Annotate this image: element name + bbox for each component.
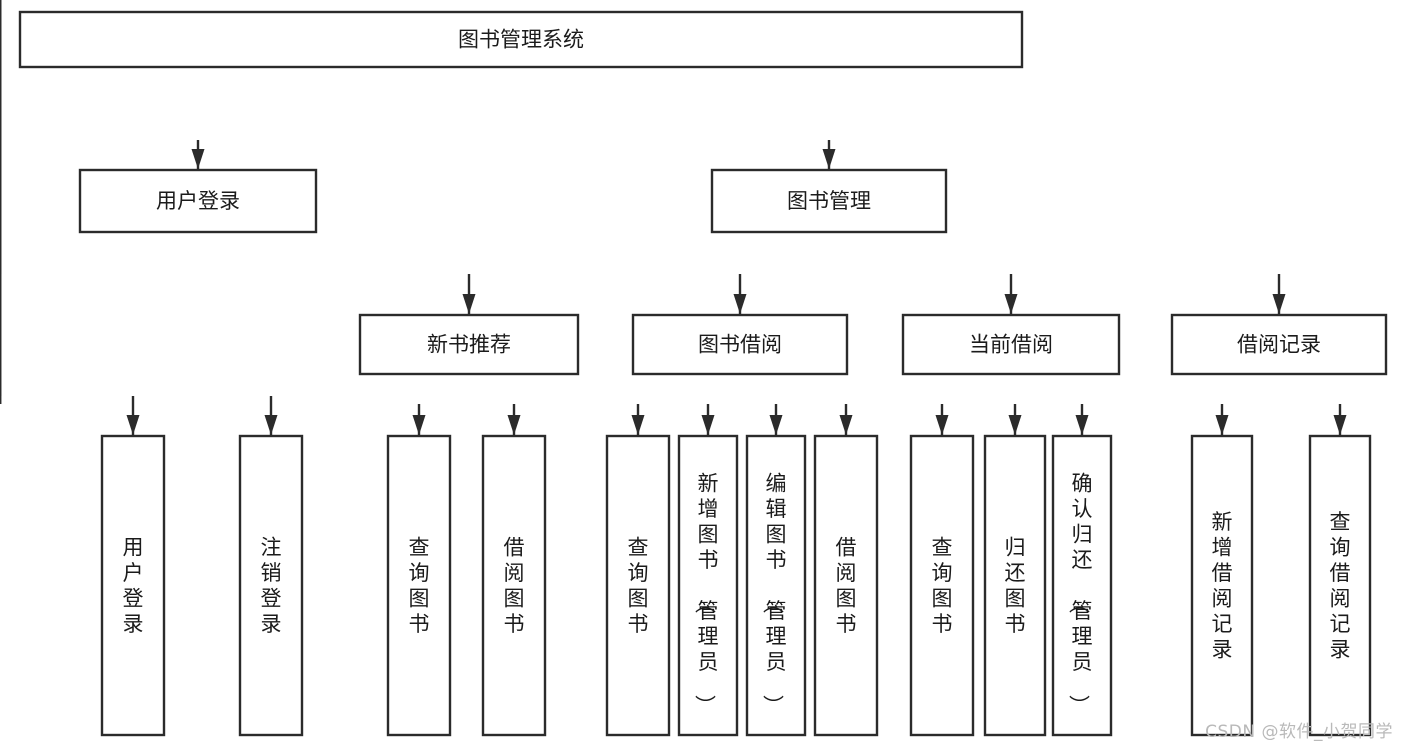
node-leaf-edit-book[interactable]: 编辑图书（管理员） [745,434,807,737]
node-boxes: 图书管理系统用户登录图书管理用户登录注销登录新书推荐查询图书借阅图书图书借阅查询… [18,10,1388,737]
node-new-book-recommend[interactable]: 新书推荐 [358,313,580,376]
node-box-leaf-borrow-book-1[interactable] [481,434,547,737]
arrow-head-icon [1075,415,1089,435]
arrow-head-icon [839,415,853,435]
node-leaf-borrow-book-1[interactable]: 借阅图书 [481,434,547,737]
arrow-head-icon [462,294,476,314]
node-box-user-login[interactable] [78,168,318,234]
node-box-leaf-query-record[interactable] [1308,434,1372,737]
node-box-leaf-user-login[interactable] [100,434,166,737]
node-box-leaf-query-book-3[interactable] [909,434,975,737]
node-leaf-borrow-book-2[interactable]: 借阅图书 [813,434,879,737]
node-label-leaf-logout: 注销登录 [261,535,282,636]
arrow-head-icon [1215,415,1229,435]
arrow-head-icon [1008,415,1022,435]
arrow-head-icon [733,294,747,314]
node-label-leaf-return-book: 归还图书 [1005,535,1026,636]
node-leaf-add-book[interactable]: 新增图书（管理员） [677,434,739,737]
node-label-root: 图书管理系统 [458,28,584,52]
node-label-leaf-query-record: 查询借阅记录 [1330,510,1351,662]
node-box-root[interactable] [18,10,1024,69]
node-box-borrow-records[interactable] [1170,313,1388,376]
node-leaf-user-login[interactable]: 用户登录 [100,434,166,737]
node-book-borrow[interactable]: 图书借阅 [631,313,849,376]
node-box-leaf-borrow-book-2[interactable] [813,434,879,737]
arrow-head-icon [631,415,645,435]
arrow-head-icon [935,415,949,435]
node-label-book-borrow: 图书借阅 [698,333,782,357]
node-label-leaf-add-book: 新增图书（管理员） [693,472,719,716]
node-label-current-borrow: 当前借阅 [969,333,1053,357]
node-box-leaf-add-record[interactable] [1190,434,1254,737]
node-box-current-borrow[interactable] [901,313,1121,376]
node-box-leaf-add-book[interactable] [677,434,739,737]
node-label-user-login: 用户登录 [156,189,240,213]
node-box-leaf-return-book[interactable] [983,434,1047,737]
arrow-head-icon [126,415,140,435]
node-label-leaf-query-book-3: 查询图书 [932,535,953,636]
node-book-management[interactable]: 图书管理 [710,168,948,234]
node-label-new-book-recommend: 新书推荐 [427,333,511,357]
node-box-leaf-logout[interactable] [238,434,304,737]
arrow-head-icon [264,415,278,435]
arrow-head-icon [1004,294,1018,314]
node-user-login[interactable]: 用户登录 [78,168,318,234]
arrow-head-icon [1272,294,1286,314]
node-box-book-management[interactable] [710,168,948,234]
node-box-book-borrow[interactable] [631,313,849,376]
node-leaf-query-record[interactable]: 查询借阅记录 [1308,434,1372,737]
node-label-leaf-add-record: 新增借阅记录 [1212,510,1233,662]
node-box-leaf-query-book-1[interactable] [386,434,452,737]
node-label-leaf-edit-book: 编辑图书（管理员） [761,472,787,716]
arrow-head-icon [191,149,205,169]
node-label-borrow-records: 借阅记录 [1237,333,1321,357]
node-box-leaf-query-book-2[interactable] [605,434,671,737]
node-leaf-query-book-1[interactable]: 查询图书 [386,434,452,737]
connector-lines [0,0,1347,435]
node-leaf-query-book-3[interactable]: 查询图书 [909,434,975,737]
node-root[interactable]: 图书管理系统 [18,10,1024,69]
node-current-borrow[interactable]: 当前借阅 [901,313,1121,376]
node-leaf-query-book-2[interactable]: 查询图书 [605,434,671,737]
arrow-head-icon [1333,415,1347,435]
csdn-watermark: CSDN @软件_小贺同学 [1205,722,1393,742]
node-label-book-management: 图书管理 [787,189,871,213]
node-leaf-return-book[interactable]: 归还图书 [983,434,1047,737]
node-leaf-add-record[interactable]: 新增借阅记录 [1190,434,1254,737]
node-label-leaf-confirm-return: 确认归还（管理员） [1067,472,1093,716]
node-leaf-confirm-return[interactable]: 确认归还（管理员） [1051,434,1113,737]
node-box-leaf-edit-book[interactable] [745,434,807,737]
arrow-head-icon [769,415,783,435]
arrow-head-icon [701,415,715,435]
node-borrow-records[interactable]: 借阅记录 [1170,313,1388,376]
node-box-new-book-recommend[interactable] [358,313,580,376]
node-label-leaf-query-book-1: 查询图书 [409,535,430,636]
arrow-head-icon [507,415,521,435]
node-leaf-logout[interactable]: 注销登录 [238,434,304,737]
node-label-leaf-query-book-2: 查询图书 [628,535,649,636]
node-label-leaf-user-login: 用户登录 [123,535,144,636]
node-label-leaf-borrow-book-2: 借阅图书 [836,535,857,636]
arrow-head-icon [822,149,836,169]
arrow-head-icon [412,415,426,435]
node-box-leaf-confirm-return[interactable] [1051,434,1113,737]
node-label-leaf-borrow-book-1: 借阅图书 [504,535,525,636]
